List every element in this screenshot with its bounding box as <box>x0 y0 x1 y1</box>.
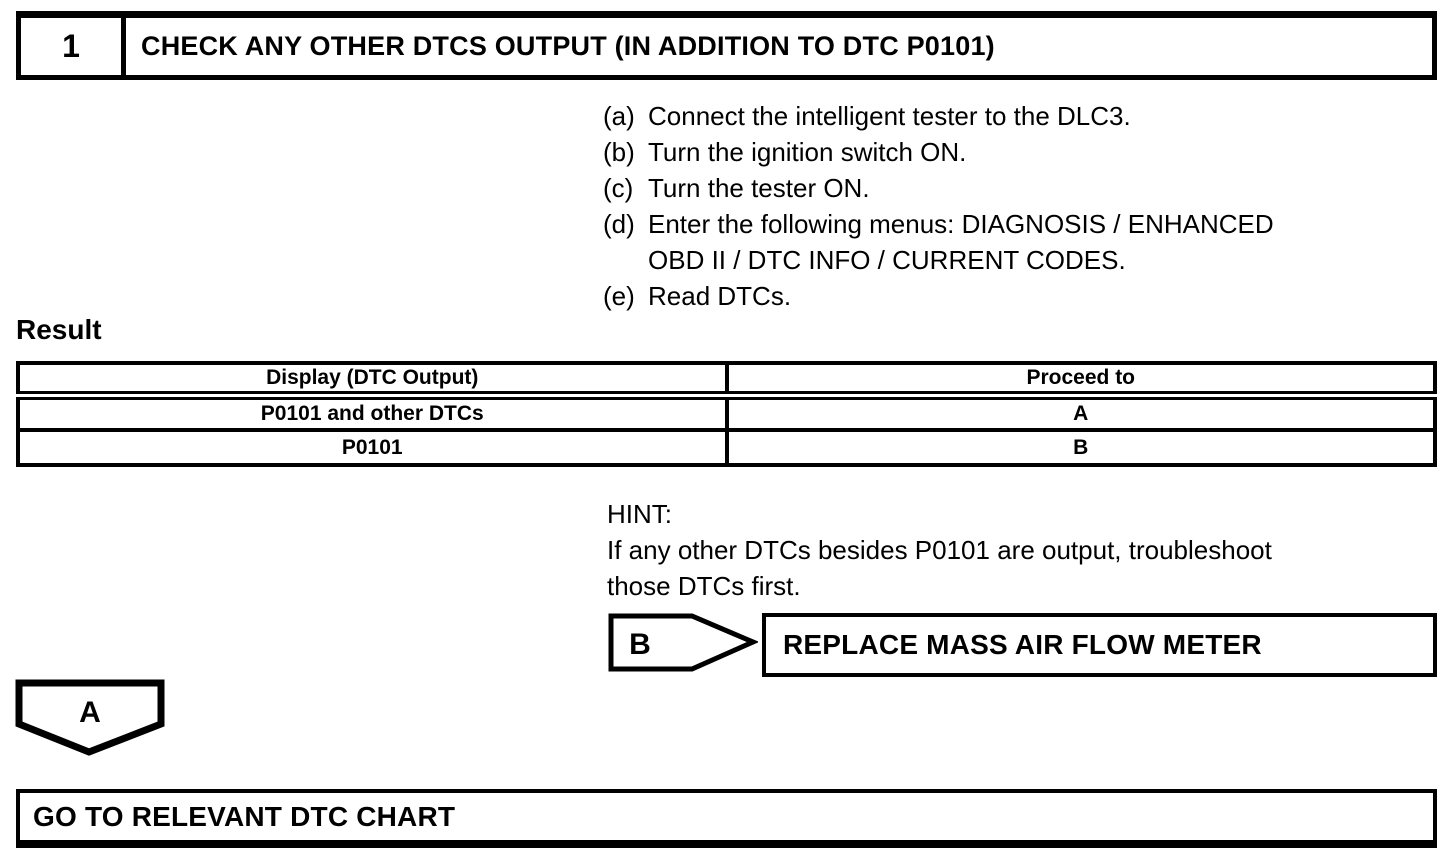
instruction-label: (d) <box>603 209 635 239</box>
table-cell-proceed-to: B <box>724 428 1437 467</box>
hint-label: HINT: <box>607 499 672 529</box>
instruction-text: Turn the ignition switch ON. <box>648 137 967 167</box>
hint-block: HINT: If any other DTCs besides P0101 ar… <box>607 496 1427 604</box>
table-row: P0101 B <box>16 428 1437 467</box>
branch-a-label: A <box>79 696 101 729</box>
step-number: 1 <box>21 18 126 75</box>
instruction-list: (a) Connect the intelligent tester to th… <box>603 98 1423 314</box>
instruction-item: (d) Enter the following menus: DIAGNOSIS… <box>603 206 1423 278</box>
next-step-box: GO TO RELEVANT DTC CHART <box>16 789 1437 848</box>
instruction-item: (b) Turn the ignition switch ON. <box>603 134 1423 170</box>
instruction-text-line: Enter the following menus: DIAGNOSIS / E… <box>648 209 1274 239</box>
instruction-label: (b) <box>603 137 635 167</box>
instruction-label: (e) <box>603 281 635 311</box>
instruction-label: (a) <box>603 101 635 131</box>
instruction-text: Read DTCs. <box>648 281 792 311</box>
table-cell-proceed-to: A <box>724 393 1437 432</box>
branch-b-connector-icon: B <box>608 613 758 672</box>
instruction-item: (e) Read DTCs. <box>603 278 1423 314</box>
branch-b-label: B <box>629 628 651 661</box>
table-header-proceed-to: Proceed to <box>724 361 1437 400</box>
table-cell-display: P0101 <box>16 428 729 467</box>
branch-a-connector-icon: A <box>15 679 165 756</box>
table-header-row: Display (DTC Output) Proceed to <box>16 361 1437 400</box>
instruction-label: (c) <box>603 173 634 203</box>
table-cell-display: P0101 and other DTCs <box>16 393 729 432</box>
result-table: Display (DTC Output) Proceed to P0101 an… <box>16 361 1437 467</box>
instruction-text: Enter the following menus: DIAGNOSIS / E… <box>648 206 1423 278</box>
hint-text-line: If any other DTCs besides P0101 are outp… <box>607 535 1272 565</box>
step-header: 1 CHECK ANY OTHER DTCS OUTPUT (IN ADDITI… <box>16 11 1437 80</box>
branch-b-action-box: REPLACE MASS AIR FLOW METER <box>762 613 1437 677</box>
instruction-item: (c) Turn the tester ON. <box>603 170 1423 206</box>
instruction-text-line: OBD II / DTC INFO / CURRENT CODES. <box>648 245 1126 275</box>
table-row: P0101 and other DTCs A <box>16 393 1437 432</box>
hint-text-line: those DTCs first. <box>607 571 801 601</box>
table-header-display: Display (DTC Output) <box>16 361 729 400</box>
instruction-text: Connect the intelligent tester to the DL… <box>648 101 1131 131</box>
result-heading: Result <box>16 314 102 345</box>
instruction-item: (a) Connect the intelligent tester to th… <box>603 98 1423 134</box>
instruction-text: Turn the tester ON. <box>648 173 870 203</box>
step-title: CHECK ANY OTHER DTCS OUTPUT (IN ADDITION… <box>141 31 995 61</box>
